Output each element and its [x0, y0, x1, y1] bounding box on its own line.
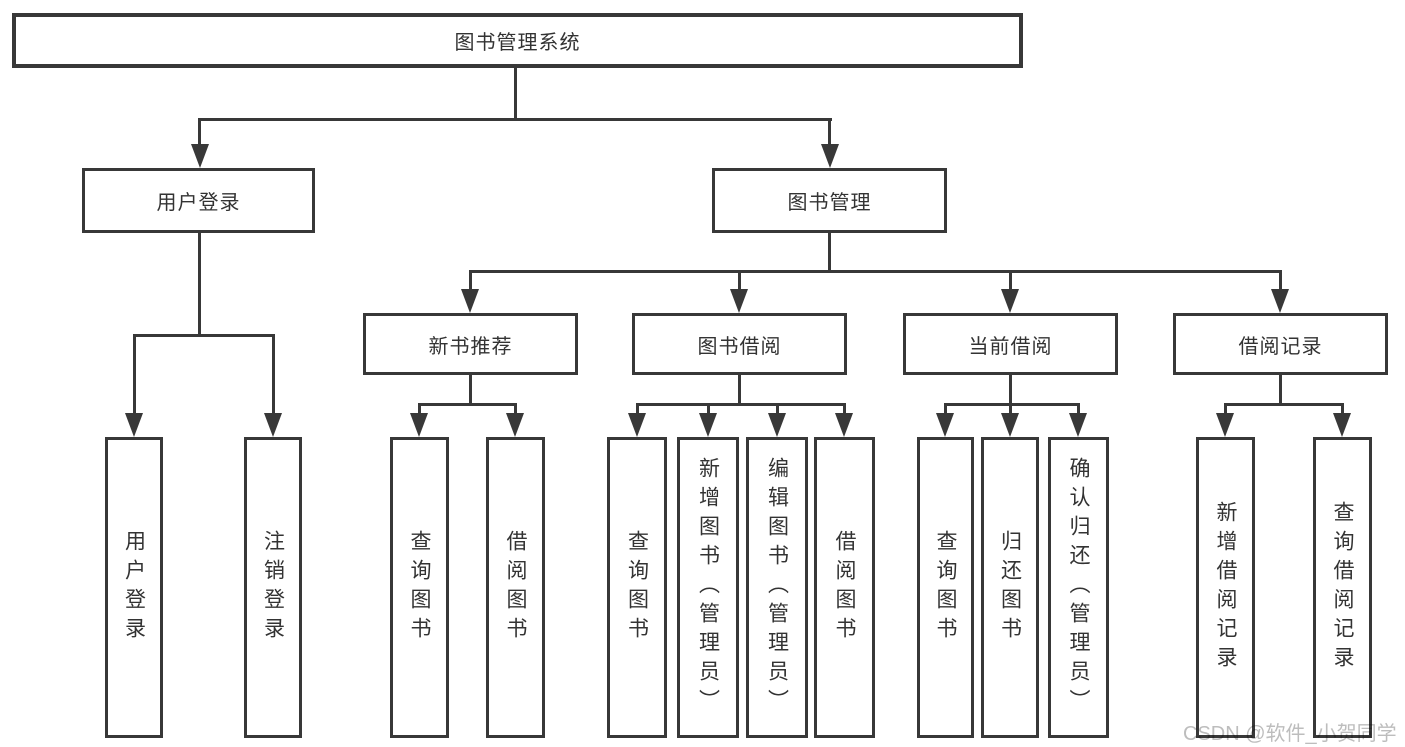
connector-bookmgmt-rail [469, 270, 1282, 273]
arrow-down-icon [1001, 289, 1019, 313]
leaf-add-book-admin: 新增图书（管理员） [677, 437, 739, 738]
node-user-login: 用户登录 [82, 168, 315, 233]
node-label: 图书借阅 [697, 335, 782, 358]
arrow-down-icon [1333, 413, 1351, 437]
node-label: 注销登录 [261, 529, 285, 646]
leaf-query-books-current: 查询图书 [917, 437, 974, 738]
arrow-down-icon [191, 144, 209, 168]
connector-rail [944, 403, 1080, 406]
arrow-down-icon [835, 413, 853, 437]
arrow-down-icon [1271, 289, 1289, 313]
node-label: 借阅图书 [833, 529, 856, 646]
connector-rail [636, 403, 846, 406]
node-label: 新增借阅记录 [1214, 500, 1237, 675]
arrow-down-icon [1069, 413, 1087, 437]
connector-drop [469, 270, 472, 289]
arrow-down-icon [506, 413, 524, 437]
connector-drop [707, 403, 710, 413]
connector-drop [272, 334, 275, 413]
leaf-user-login: 用户登录 [105, 437, 163, 738]
connector-root-rail [198, 118, 832, 121]
connector-userlogin-stem [198, 233, 201, 334]
connector-rail [418, 403, 517, 406]
arrow-down-icon [628, 413, 646, 437]
node-label: 用户登录 [156, 192, 241, 214]
node-label: 新书推荐 [428, 335, 513, 358]
connector-drop [1077, 403, 1080, 413]
arrow-down-icon [125, 413, 143, 437]
connector-drop [843, 403, 846, 413]
leaf-query-books-recommend: 查询图书 [390, 437, 449, 738]
leaf-logout: 注销登录 [244, 437, 302, 738]
node-label: 查询图书 [625, 529, 649, 646]
node-label: 新增图书（管理员） [696, 457, 720, 718]
connector-drop [944, 403, 947, 413]
connector-stem [738, 375, 741, 403]
node-root-system: 图书管理系统 [12, 13, 1023, 68]
node-current-borrow: 当前借阅 [903, 313, 1118, 375]
connector-drop [1009, 403, 1012, 413]
arrow-down-icon [1216, 413, 1234, 437]
arrow-down-icon [730, 289, 748, 313]
connector-drop [776, 403, 779, 413]
arrow-down-icon [461, 289, 479, 313]
node-label: 图书管理系统 [454, 32, 581, 54]
connector-drop [133, 334, 136, 413]
connector-root-stem [514, 68, 517, 118]
connector-drop [828, 118, 831, 144]
connector-drop [1279, 270, 1282, 289]
node-label: 查询图书 [934, 529, 957, 646]
connector-drop [198, 118, 201, 144]
arrow-down-icon [410, 413, 428, 437]
node-label: 借阅记录 [1238, 335, 1323, 358]
node-label: 查询借阅记录 [1331, 500, 1354, 675]
leaf-borrow-books-recommend: 借阅图书 [486, 437, 545, 738]
arrow-down-icon [936, 413, 954, 437]
connector-rail [1224, 403, 1344, 406]
node-book-borrow: 图书借阅 [632, 313, 847, 375]
connector-drop [418, 403, 421, 413]
connector-drop [738, 270, 741, 289]
connector-drop [514, 403, 517, 413]
arrow-down-icon [699, 413, 717, 437]
arrow-down-icon [1001, 413, 1019, 437]
csdn-watermark: CSDN @软件_小贺同学 [1183, 723, 1397, 745]
connector-stem [1009, 375, 1012, 403]
connector-drop [636, 403, 639, 413]
leaf-query-books-borrow: 查询图书 [607, 437, 667, 738]
node-label: 确认归还（管理员） [1067, 457, 1090, 718]
leaf-edit-book-admin: 编辑图书（管理员） [746, 437, 808, 738]
leaf-confirm-return-admin: 确认归还（管理员） [1048, 437, 1109, 738]
node-borrow-records: 借阅记录 [1173, 313, 1388, 375]
leaf-borrow-books-borrow: 借阅图书 [814, 437, 875, 738]
leaf-add-borrow-record: 新增借阅记录 [1196, 437, 1255, 738]
arrow-down-icon [768, 413, 786, 437]
connector-stem [1279, 375, 1282, 403]
node-label: 图书管理 [787, 192, 872, 214]
arrow-down-icon [264, 413, 282, 437]
leaf-query-borrow-record: 查询借阅记录 [1313, 437, 1372, 738]
leaf-return-books: 归还图书 [981, 437, 1039, 738]
node-new-book-recommend: 新书推荐 [363, 313, 578, 375]
node-label: 查询图书 [408, 529, 431, 646]
connector-stem [469, 375, 472, 403]
node-label: 归还图书 [998, 529, 1022, 646]
arrow-down-icon [821, 144, 839, 168]
connector-drop [1009, 270, 1012, 289]
node-book-management: 图书管理 [712, 168, 947, 233]
node-label: 编辑图书（管理员） [765, 457, 789, 718]
connector-drop [1341, 403, 1344, 413]
node-label: 用户登录 [122, 529, 146, 646]
node-label: 当前借阅 [968, 335, 1053, 358]
connector-drop [1224, 403, 1227, 413]
connector-userlogin-rail [133, 334, 275, 337]
connector-bookmgmt-stem [828, 233, 831, 270]
node-label: 借阅图书 [504, 529, 527, 646]
